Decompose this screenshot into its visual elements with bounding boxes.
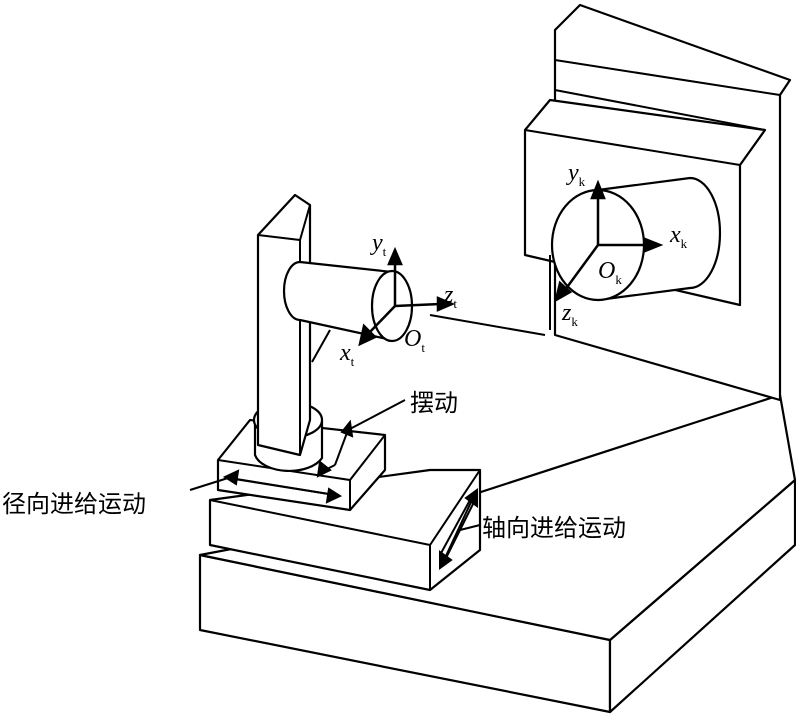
- tool-spindle: [282, 260, 414, 343]
- workpiece-origin-label: Ok: [598, 258, 622, 287]
- workpiece-y-axis-label: yk: [568, 160, 586, 189]
- swing-label: 摆动: [410, 389, 458, 417]
- axial-feed-label: 轴向进给运动: [482, 514, 626, 542]
- tool-x-axis-label: xt: [340, 340, 355, 369]
- tool-z-axis-label: zt: [444, 282, 457, 311]
- guide-line: [429, 314, 546, 336]
- tool-y-axis-label: yt: [372, 230, 387, 259]
- workpiece-z-axis-label: zk: [562, 300, 578, 329]
- motion-arrows: [189, 399, 481, 570]
- radial-feed-label: 径向进给运动: [2, 490, 146, 518]
- machine-base: [198, 393, 796, 714]
- tool-column: [256, 193, 312, 457]
- workpiece-spindle: [550, 176, 722, 302]
- workpiece-axes: [554, 179, 664, 303]
- workpiece-x-axis-label: xk: [670, 222, 688, 251]
- tool-axes: [358, 246, 456, 347]
- tool-origin-label: Ot: [404, 326, 425, 355]
